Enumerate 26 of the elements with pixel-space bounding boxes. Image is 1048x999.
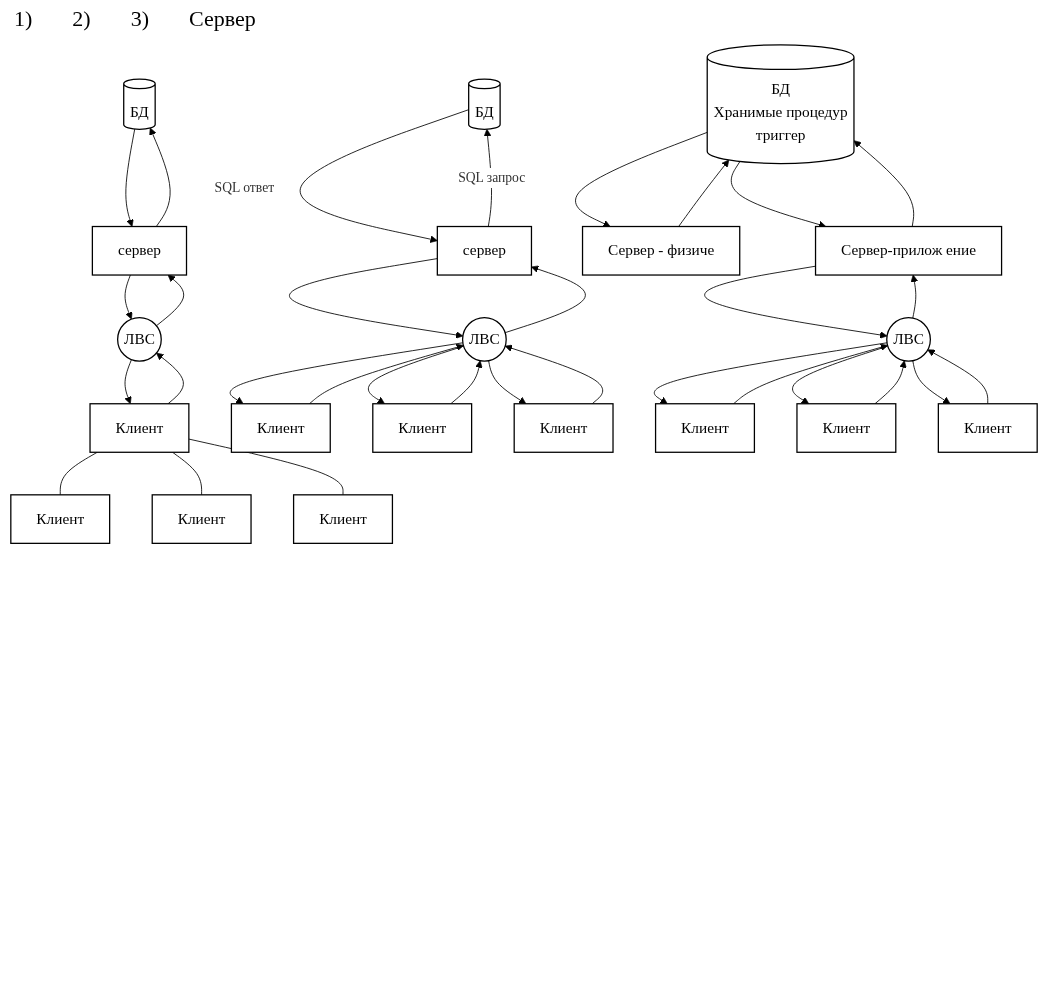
node-circle: ЛВС [461, 316, 507, 362]
node-circle: ЛВС [886, 316, 931, 362]
connector [188, 438, 344, 496]
panel-label: 2) [72, 6, 91, 32]
edge-label: SQL запрос [458, 170, 526, 185]
panel-label: Сервер [189, 6, 256, 32]
node-box: Клиент [292, 494, 394, 544]
node-box: Клиент [151, 494, 252, 544]
connector [59, 451, 98, 496]
panel-label: 1) [14, 6, 33, 32]
node-box: сервер [436, 225, 533, 276]
node-box: Клиент [937, 403, 1038, 453]
node-circle: ЛВС [117, 316, 162, 362]
node-box: Клиент [654, 403, 756, 453]
node-box: Сервер - физиче [581, 225, 741, 276]
panel-label: 3) [130, 6, 149, 32]
connector [172, 451, 203, 496]
node-box: Сервер-прилож ение [814, 225, 1003, 276]
edge-label: SQL ответ [214, 180, 275, 196]
node-box: Клиент [89, 403, 190, 453]
node-box: Клиент [10, 494, 111, 544]
node-box: Клиент [372, 403, 473, 453]
node-box: Клиент [513, 403, 614, 453]
node-box: Клиент [796, 403, 897, 453]
node-box: сервер [91, 225, 188, 276]
node-box: Клиент [230, 403, 331, 453]
